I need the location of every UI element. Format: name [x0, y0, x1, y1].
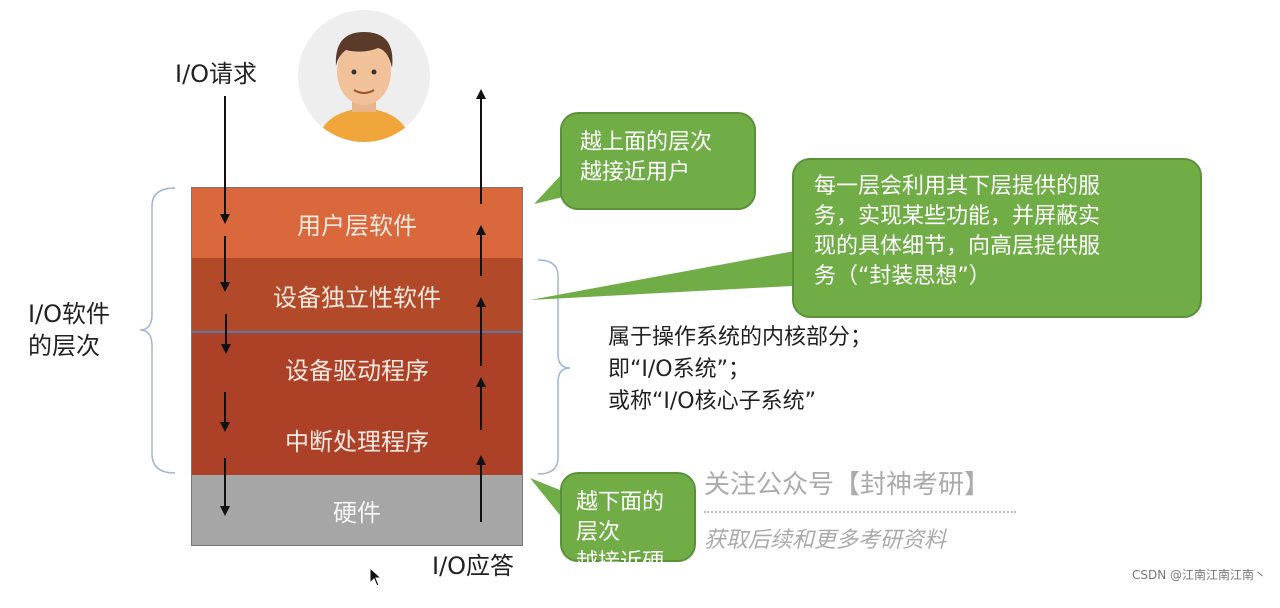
kernel-divider-line — [192, 331, 522, 333]
arrow-down-icon — [220, 506, 230, 516]
left-brace — [140, 187, 176, 474]
note-line: 属于操作系统的内核部分； — [608, 325, 873, 350]
note-line: 即“I/O系统”； — [608, 357, 751, 382]
arrow-down-icon — [221, 344, 231, 354]
response-arrow-line — [480, 384, 482, 430]
layer-label: 设备独立性软件 — [273, 283, 441, 312]
arrow-up-icon — [476, 297, 486, 307]
callout-line: 每一层会利用其下层提供的服 — [814, 174, 1101, 199]
layer-label: 设备驱动程序 — [285, 357, 429, 385]
callout-encapsulation: 每一层会利用其下层提供的服 务，实现某些功能，并屏蔽实 现的具体细节，向高层提供… — [792, 158, 1202, 318]
response-arrow-line — [480, 462, 482, 522]
io-response-label: I/O应答 — [432, 552, 515, 580]
callout-line: 务（“封装思想”） — [814, 264, 991, 289]
layer-hardware: 硬件 — [192, 475, 522, 545]
stack-border — [191, 187, 523, 546]
layer-label: 中断处理程序 — [285, 428, 429, 456]
arrow-up-icon — [476, 455, 486, 465]
arrow-down-icon — [220, 214, 230, 224]
csdn-credit: CSDN @江南江南江南丶 — [1132, 568, 1267, 582]
arrow-up-icon — [476, 89, 486, 99]
response-arrow-line — [480, 96, 482, 204]
callout-line: 越下面的层次 — [576, 490, 665, 545]
arrow-up-icon — [476, 377, 486, 387]
request-arrow-line — [225, 314, 227, 344]
label-line: 的层次 — [28, 332, 100, 360]
callout-closer-to-user: 越上面的层次 越接近用户 — [560, 112, 756, 210]
callout-line: 越接近硬件 — [576, 550, 665, 605]
arrow-up-icon — [476, 225, 486, 235]
request-arrow-line — [224, 392, 226, 422]
arrow-down-icon — [220, 422, 230, 432]
request-arrow-line — [224, 236, 226, 282]
request-arrow-line — [224, 458, 226, 506]
layer-interrupt-handler: 中断处理程序 — [192, 404, 522, 475]
user-avatar — [298, 10, 430, 142]
callout-line: 越上面的层次 — [580, 130, 713, 155]
layer-device-independent-software: 设备独立性软件 — [192, 258, 522, 332]
layer-label: 用户层软件 — [297, 211, 417, 240]
response-arrow-line — [480, 304, 482, 366]
mouse-cursor-icon — [369, 567, 383, 587]
request-arrow-line — [224, 96, 226, 216]
watermark-follow: 关注公众号【封神考研】 — [704, 470, 991, 500]
watermark-divider — [704, 511, 1016, 513]
right-brace — [537, 259, 571, 475]
label-line: I/O软件 — [28, 300, 111, 328]
callout-closer-to-hardware: 越下面的层次 越接近硬件 — [560, 472, 696, 605]
callout-line: 现的具体细节，向高层提供服 — [814, 234, 1101, 259]
response-arrow-line — [480, 232, 482, 276]
watermark-resources: 获取后续和更多考研资料 — [704, 528, 947, 553]
io-software-hierarchy-label: I/O软件 的层次 — [28, 298, 110, 362]
arrow-down-icon — [220, 282, 230, 292]
note-line: 或称“I/O核心子系统” — [608, 389, 817, 414]
layer-user-software: 用户层软件 — [192, 188, 522, 258]
callout-line: 越接近用户 — [580, 160, 691, 185]
kernel-note: 属于操作系统的内核部分； 即“I/O系统”； 或称“I/O核心子系统” — [608, 322, 872, 418]
layer-label: 硬件 — [333, 498, 381, 527]
layer-device-driver: 设备驱动程序 — [192, 333, 522, 404]
io-request-label: I/O请求 — [175, 60, 258, 88]
callout-line: 务，实现某些功能，并屏蔽实 — [814, 204, 1101, 229]
